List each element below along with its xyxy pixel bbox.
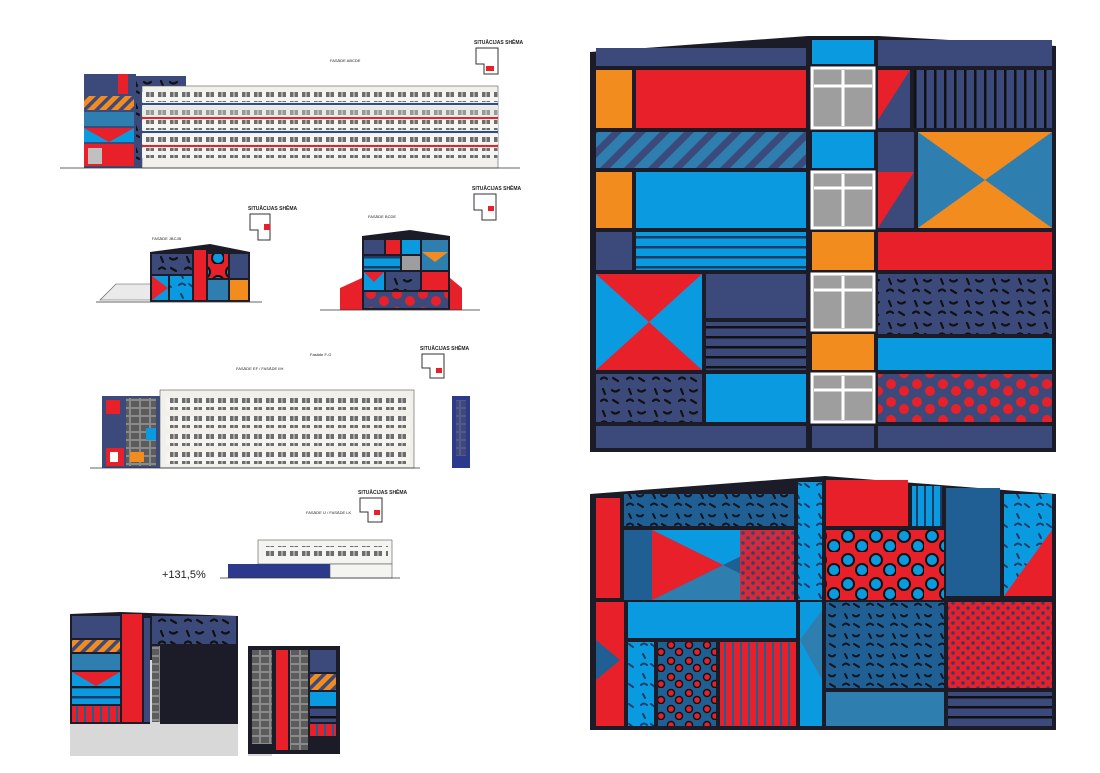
situation-schema-5: SITUĀCIJAS SHĒMA	[358, 489, 408, 523]
panel-navy	[706, 274, 806, 318]
label-situation: SITUĀCIJAS SHĒMA	[474, 39, 524, 46]
label-facade-j: FASĀDE JBCJB	[152, 236, 181, 241]
label-situation: SITUĀCIJAS SHĒMA	[358, 489, 408, 496]
panel-base	[596, 426, 806, 448]
elevation-j: FASĀDE JBCJB	[96, 236, 262, 303]
elevation-main-long: FASĀDE ABCDE	[60, 58, 520, 169]
label-facade-ef: FASĀDE EF / FASĀDE IIH	[236, 366, 283, 371]
panel-squiggle-blue	[624, 494, 794, 526]
facade-thumbnail-right	[248, 646, 340, 756]
panel-orange	[596, 172, 632, 228]
facade-thumbnail-left	[70, 612, 238, 756]
panel-navy	[596, 232, 632, 270]
label-facade-lk: FASĀDE IJ / FASĀDE LK	[306, 510, 351, 515]
panel-rings	[826, 530, 944, 600]
panel-top	[596, 48, 806, 66]
panel-diagonal-stripes	[596, 132, 806, 168]
situation-schema-3: SITUĀCIJAS SHĒMA	[472, 185, 522, 221]
label-facade-fg: Fasāde F-G	[310, 352, 331, 357]
label-facade-b: FASĀDE BCDE	[368, 214, 396, 219]
elevation-fg: Fasāde F-G FASĀDE EF / FASĀDE IIH	[90, 352, 470, 469]
panel-hstripe-navy	[706, 322, 806, 370]
label-situation: SITUĀCIJAS SHĒMA	[420, 345, 470, 352]
elevation-b: FASĀDE BCDE	[320, 214, 480, 311]
elevation-lk: FASĀDE IJ / FASĀDE LK +131,5%	[162, 510, 400, 581]
panel-vstripe-red	[720, 642, 796, 726]
facade-elevation-large-bottom	[590, 476, 1056, 730]
panel-blue	[706, 374, 806, 422]
label-ratio: +131,5%	[162, 569, 206, 581]
situation-schema-4: SITUĀCIJAS SHĒMA	[420, 345, 470, 379]
panel-squiggle	[596, 374, 702, 422]
label-facade-main: FASĀDE ABCDE	[330, 58, 361, 63]
label-situation: SITUĀCIJAS SHĒMA	[472, 185, 522, 192]
panel-dots-red	[878, 374, 1052, 422]
panel-vstripe-navy	[914, 70, 1052, 128]
label-situation: SITUĀCIJAS SHĒMA	[248, 205, 298, 212]
situation-schema-1: SITUĀCIJAS SHĒMA	[474, 39, 524, 75]
panel-hstripe-blue	[636, 232, 806, 270]
panel-rings-small	[658, 642, 716, 726]
panel-orange	[596, 70, 632, 128]
facade-elevation-large-top	[590, 36, 1056, 452]
situation-schema-2: SITUĀCIJAS SHĒMA	[248, 205, 298, 241]
panel-blue	[636, 172, 806, 228]
panel-squiggle	[878, 274, 1052, 334]
panel-red	[636, 70, 806, 128]
